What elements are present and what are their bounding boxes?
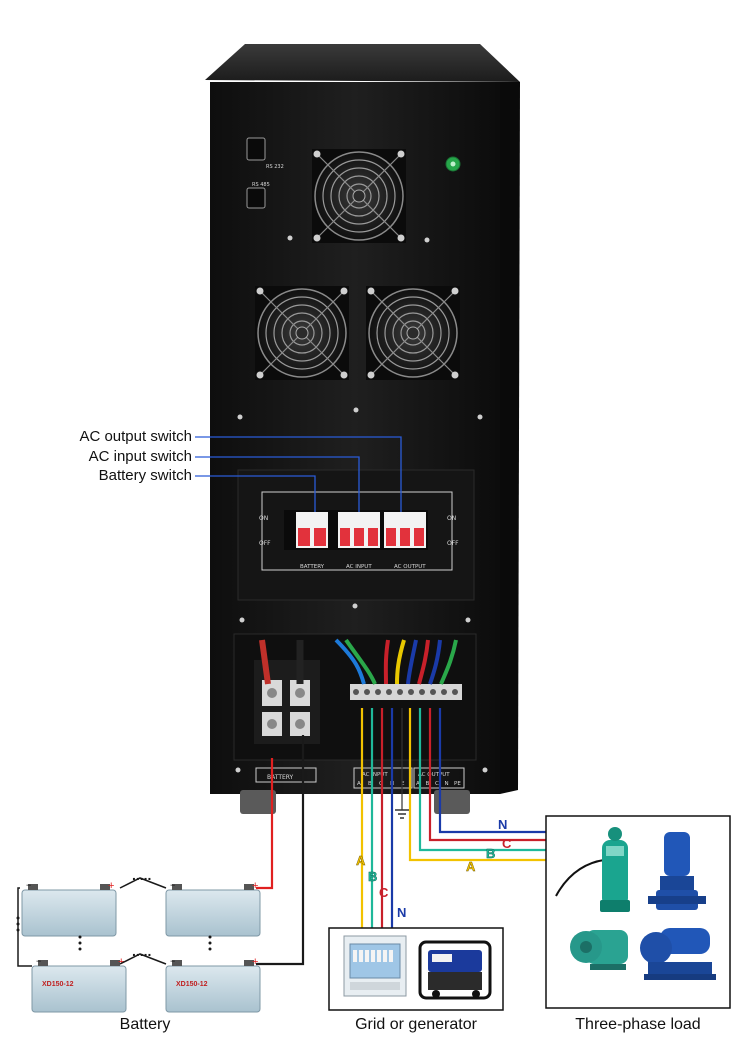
- svg-text:−: −: [36, 956, 41, 966]
- callout-ac-output-switch: AC output switch: [79, 428, 192, 445]
- output-letter-C: C: [502, 836, 512, 851]
- svg-text:−: −: [170, 956, 175, 966]
- ground-icon: [395, 809, 409, 819]
- output-letter-B: B: [486, 846, 495, 861]
- rs232-label: RS 232: [266, 164, 284, 170]
- input-letter-A: A: [356, 853, 366, 868]
- terminal-letter: E: [401, 781, 405, 787]
- grid-generator-box: [328, 927, 504, 1011]
- fan-icon: [365, 285, 461, 381]
- generator-icon: [418, 940, 492, 1000]
- pump-icon: [640, 928, 716, 980]
- cabinet-foot: [240, 790, 276, 814]
- rs485-port: [246, 187, 266, 209]
- breaker-label-battery: BATTERY: [300, 564, 325, 570]
- svg-text:+: +: [108, 880, 114, 892]
- battery-breaker[interactable]: [296, 512, 328, 548]
- callout-ac-input-switch: AC input switch: [88, 448, 192, 465]
- ac-output-breaker[interactable]: [384, 512, 426, 548]
- three-phase-load-box: [545, 815, 731, 1009]
- pump-icon: [648, 832, 706, 910]
- terminal-letter: A: [416, 781, 420, 787]
- rs232-port: [246, 137, 266, 161]
- battery-icon: − + XD150-12: [165, 956, 261, 1013]
- battery-negative-wire: [256, 735, 305, 966]
- rs485-label: RS 485: [252, 182, 270, 188]
- callout-line-ac-output: [195, 436, 402, 512]
- cabinet-foot: [434, 790, 470, 814]
- battery-model-label: XD150-12: [42, 981, 74, 988]
- ac-terminal-block: [350, 684, 462, 700]
- output-wire-B: [418, 708, 546, 852]
- svg-text:−: −: [26, 880, 31, 890]
- output-letter-A: A: [466, 859, 476, 874]
- svg-text:+: +: [252, 956, 258, 968]
- cabinet-side: [500, 82, 520, 794]
- output-wire-A: [408, 708, 546, 862]
- ac-input-breaker[interactable]: [338, 512, 380, 548]
- inverter-cabinet: RS 232 RS 485 ON OFF ON OFF: [205, 44, 520, 814]
- output-wire-C: [428, 708, 546, 842]
- terminal-label-ac-input: AC INPUT: [362, 772, 388, 778]
- battery-positive-wire: [256, 758, 274, 890]
- terminal-label-ac-output: AC OUTPUT: [418, 772, 450, 778]
- svg-text:−: −: [170, 880, 175, 890]
- svg-text:.....: .....: [132, 867, 151, 883]
- breaker-label-ac-output: AC OUTPUT: [394, 564, 426, 570]
- terminal-letter: A: [357, 781, 361, 787]
- input-letter-N: N: [397, 905, 406, 920]
- breaker-label-ac-input: AC INPUT: [346, 564, 372, 570]
- terminal-label-battery: BATTERY: [267, 774, 294, 781]
- terminal-letter: B: [426, 781, 430, 787]
- caption-battery: Battery: [119, 1016, 171, 1033]
- output-letter-N: N: [498, 817, 507, 832]
- off-label-left: OFF: [259, 540, 271, 547]
- battery-icon: − + XD150-12: [31, 956, 127, 1013]
- caption-three-phase-load: Three-phase load: [575, 1016, 701, 1033]
- on-label-right: ON: [447, 515, 456, 522]
- input-letter-B: B: [368, 869, 377, 884]
- terminal-letter: N: [445, 781, 449, 787]
- external-wiring: [256, 708, 546, 966]
- off-label-right: OFF: [447, 540, 459, 547]
- terminal-letter: B: [368, 781, 372, 787]
- caption-grid-generator: Grid or generator: [355, 1016, 477, 1033]
- fan-icon: [311, 148, 407, 244]
- breaker-frame: [261, 491, 453, 571]
- callout-battery-switch: Battery switch: [98, 467, 192, 484]
- battery-icon: −+: [21, 880, 117, 937]
- battery-icon: −+: [165, 880, 261, 937]
- callout-lines: [195, 436, 402, 512]
- distribution-box-icon: [343, 935, 407, 997]
- svg-text:+: +: [252, 880, 258, 892]
- battery-bank: −+−+−+XD150-12−+XD150-12 ..... .....: [16, 867, 261, 1013]
- svg-text:.....: .....: [132, 943, 151, 959]
- callout-line-battery: [195, 475, 316, 512]
- cabinet-top: [205, 44, 520, 82]
- input-letter-C: C: [379, 885, 389, 900]
- terminal-letter: C: [435, 781, 439, 787]
- terminal-letter: PE: [454, 781, 461, 787]
- battery-model-label: XD150-12: [176, 981, 208, 988]
- pump-icon: [570, 930, 628, 970]
- svg-text:+: +: [118, 956, 124, 968]
- pump-icon: [555, 827, 630, 912]
- on-label-left: ON: [259, 515, 268, 522]
- output-wire-N: [438, 708, 546, 834]
- callout-line-ac-input: [195, 456, 360, 512]
- wire-letter-labels: A B C N N C B A: [356, 817, 512, 920]
- fan-icon: [254, 285, 350, 381]
